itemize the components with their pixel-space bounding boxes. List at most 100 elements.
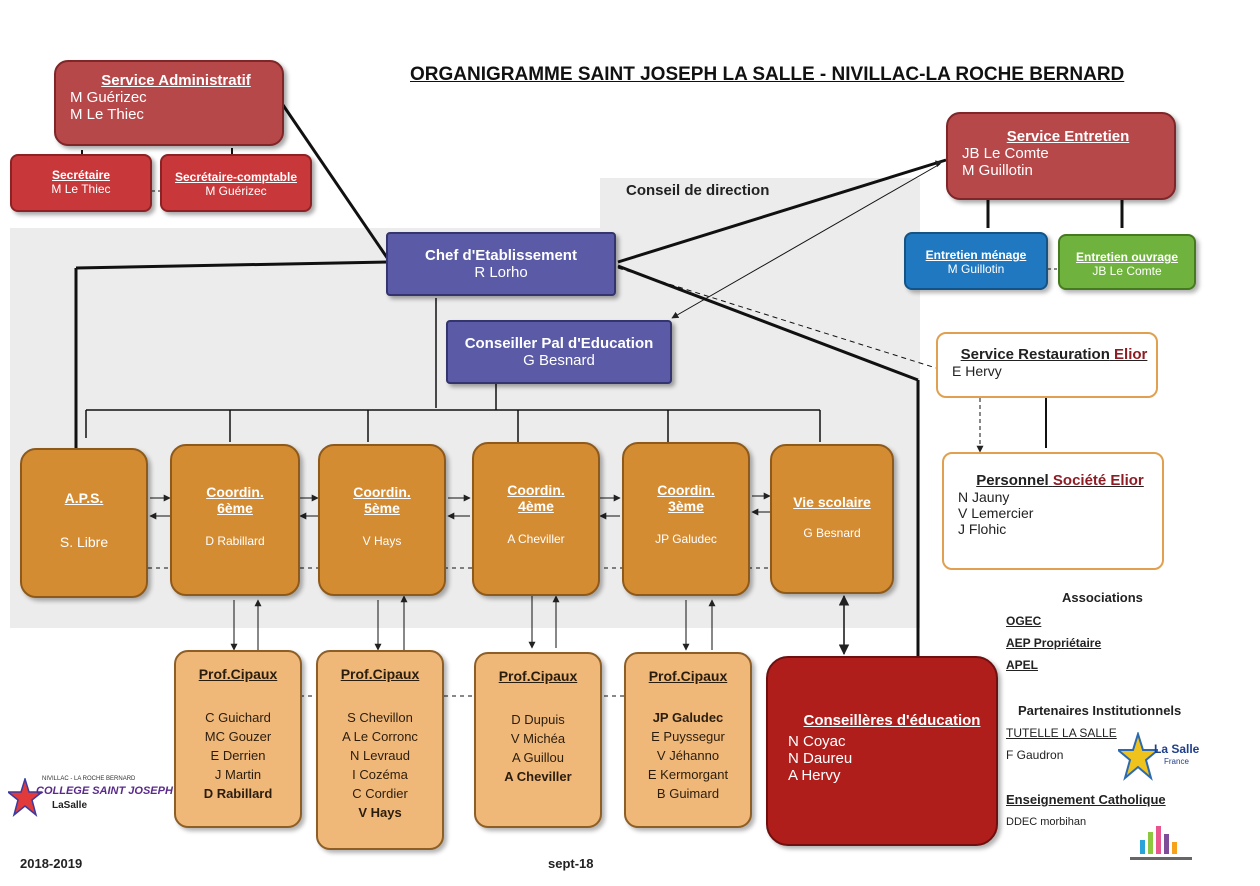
restauration-brand: Elior [1114, 346, 1148, 363]
college-logo-lasalle: LaSalle [52, 800, 88, 811]
restauration-name: E Hervy [952, 363, 1002, 379]
prof-4eme-4: A Cheviller [504, 769, 572, 784]
service-administratif-box: Service Administratif M Guérizec M Le Th… [54, 60, 284, 146]
tutelle-name: F Gaudron [1006, 748, 1064, 762]
enseignement-catholique-logo [1126, 820, 1196, 860]
ddec-label: DDEC morbihan [1006, 816, 1087, 828]
coord-3eme-name: JP Galudec [655, 532, 717, 546]
prof-6eme-5: D Rabillard [203, 786, 273, 801]
prof-6eme-4: J Martin [214, 767, 262, 782]
secretaire-comptable-title: Secrétaire-comptable [174, 170, 298, 184]
vie-scolaire-box: Vie scolaire G Besnard [770, 444, 894, 594]
prof-3eme-5: B Guimard [656, 786, 720, 801]
secretaire-comptable-box: Secrétaire-comptable M Guérizec [160, 154, 312, 212]
restauration-title: Service Restauration Elior [952, 346, 1156, 363]
cpe-title: Conseiller Pal d'Education [464, 335, 654, 352]
cpe-name: G Besnard [523, 352, 595, 369]
prof-5eme-1: S Chevillon [347, 710, 413, 725]
coord-5eme-name: V Hays [362, 534, 402, 548]
conseillere-3: A Hervy [788, 767, 841, 784]
partenaires-title: Partenaires Institutionnels [1018, 703, 1182, 718]
association-ogec: OGEC [1006, 614, 1042, 628]
lasalle-france-logo: La Salle France [1118, 732, 1210, 786]
prof-6eme-box: Prof.Cipaux C Guichard MC Gouzer E Derri… [174, 650, 302, 828]
prof-4eme-2: V Michéa [510, 731, 566, 746]
aps-title: A.P.S. [64, 490, 104, 506]
coord-4eme-title: Coordin. [507, 482, 565, 498]
service-administratif-title: Service Administratif [101, 72, 251, 89]
secretaire-title: Secrétaire [51, 168, 111, 182]
prof-6eme-3: E Derrien [210, 748, 266, 763]
chef-title: Chef d'Etablissement [425, 247, 577, 264]
page-title: ORGANIGRAMME SAINT JOSEPH LA SALLE - NIV… [410, 64, 1125, 85]
prof-5eme-box: Prof.Cipaux S Chevillon A Le Corronc N L… [316, 650, 444, 850]
prof-5eme-2: A Le Corronc [342, 729, 418, 744]
aps-name: S. Libre [59, 534, 109, 550]
coord-4eme-box: Coordin. 4ème A Cheviller [472, 442, 600, 596]
prof-5eme-4: I Cozéma [352, 767, 408, 782]
association-apel: APEL [1006, 658, 1039, 672]
prof-4eme-1: D Dupuis [511, 712, 565, 727]
prof-3eme-2: E Puyssegur [651, 729, 725, 744]
prof-3eme-1: JP Galudec [652, 710, 724, 725]
lasalle-logo-name: La Salle [1154, 742, 1200, 756]
coord-5eme-title: Coordin. [353, 484, 411, 500]
coord-6eme-box: Coordin. 6ème D Rabillard [170, 444, 300, 596]
prof-6eme-2: MC Gouzer [204, 729, 272, 744]
college-logo: NIVILLAC - LA ROCHE BERNARD COLLEGE SAIN… [8, 776, 173, 826]
conseil-de-direction-label: Conseil de direction [626, 182, 770, 199]
coord-6eme-title: Coordin. [206, 484, 264, 500]
chef-etablissement-box: Chef d'Etablissement R Lorho [386, 232, 616, 296]
entretien-person-1: JB Le Comte [962, 145, 1049, 162]
coord-3eme-level: 3ème [668, 498, 704, 514]
coord-6eme-name: D Rabillard [205, 534, 265, 548]
conseillere-2: N Daureu [788, 750, 853, 767]
coord-3eme-title: Coordin. [657, 482, 715, 498]
conseilleres-box: Conseillères d'éducation N Coyac N Daure… [766, 656, 998, 846]
prof-5eme-6: V Hays [358, 805, 402, 820]
entretien-menage-name: M Guillotin [947, 262, 1005, 276]
personnel-3: J Flohic [958, 521, 1007, 537]
tutelle-label: TUTELLE LA SALLE [1006, 726, 1117, 740]
secretaire-name: M Le Thiec [51, 182, 111, 196]
prof-4eme-3: A Guillou [511, 750, 565, 765]
prof-4eme-title: Prof.Cipaux [498, 668, 578, 684]
college-logo-town: NIVILLAC - LA ROCHE BERNARD [42, 776, 136, 782]
personnel-title: Personnel Société Elior [958, 472, 1162, 489]
restauration-title-text: Service Restauration [960, 346, 1110, 363]
association-aep: AEP Propriétaire [1006, 636, 1102, 650]
service-entretien-title: Service Entretien [1006, 128, 1130, 145]
lasalle-logo-country: France [1164, 757, 1189, 766]
coord-5eme-box: Coordin. 5ème V Hays [318, 444, 446, 596]
restauration-box: Service Restauration Elior E Hervy [936, 332, 1158, 398]
admin-person-1: M Guérizec [70, 89, 147, 106]
prof-5eme-3: N Levraud [350, 748, 410, 763]
lasalle-star-icon [1118, 732, 1158, 781]
coord-3eme-box: Coordin. 3ème JP Galudec [622, 442, 750, 596]
college-star-icon [8, 778, 42, 818]
prof-3eme-title: Prof.Cipaux [648, 668, 728, 684]
cpe-box: Conseiller Pal d'Education G Besnard [446, 320, 672, 384]
college-logo-name: COLLEGE SAINT JOSEPH [36, 785, 173, 797]
admin-person-2: M Le Thiec [70, 106, 144, 123]
personnel-2: V Lemercier [958, 505, 1034, 521]
prof-6eme-1: C Guichard [205, 710, 271, 725]
entretien-ouvrage-box: Entretien ouvrage JB Le Comte [1058, 234, 1196, 290]
entretien-person-2: M Guillotin [962, 162, 1033, 179]
enseignement-catholique: Enseignement Catholique [1006, 792, 1166, 807]
prof-6eme-title: Prof.Cipaux [198, 666, 278, 682]
chef-name: R Lorho [474, 264, 528, 281]
coord-6eme-level: 6ème [217, 500, 253, 516]
entretien-menage-box: Entretien ménage M Guillotin [904, 232, 1048, 290]
personnel-title-text: Personnel [976, 472, 1049, 489]
conseillere-1: N Coyac [788, 733, 846, 750]
aps-box: A.P.S. S. Libre [20, 448, 148, 598]
entretien-ouvrage-title: Entretien ouvrage [1075, 250, 1179, 264]
conseilleres-title: Conseillères d'éducation [803, 712, 981, 729]
personnel-1: N Jauny [958, 489, 1010, 505]
prof-4eme-box: Prof.Cipaux D Dupuis V Michéa A Guillou … [474, 652, 602, 828]
footer-year: 2018-2019 [20, 856, 83, 871]
coord-5eme-level: 5ème [364, 500, 400, 516]
prof-3eme-3: V Jéhanno [656, 748, 720, 763]
footer-date: sept-18 [548, 856, 594, 871]
